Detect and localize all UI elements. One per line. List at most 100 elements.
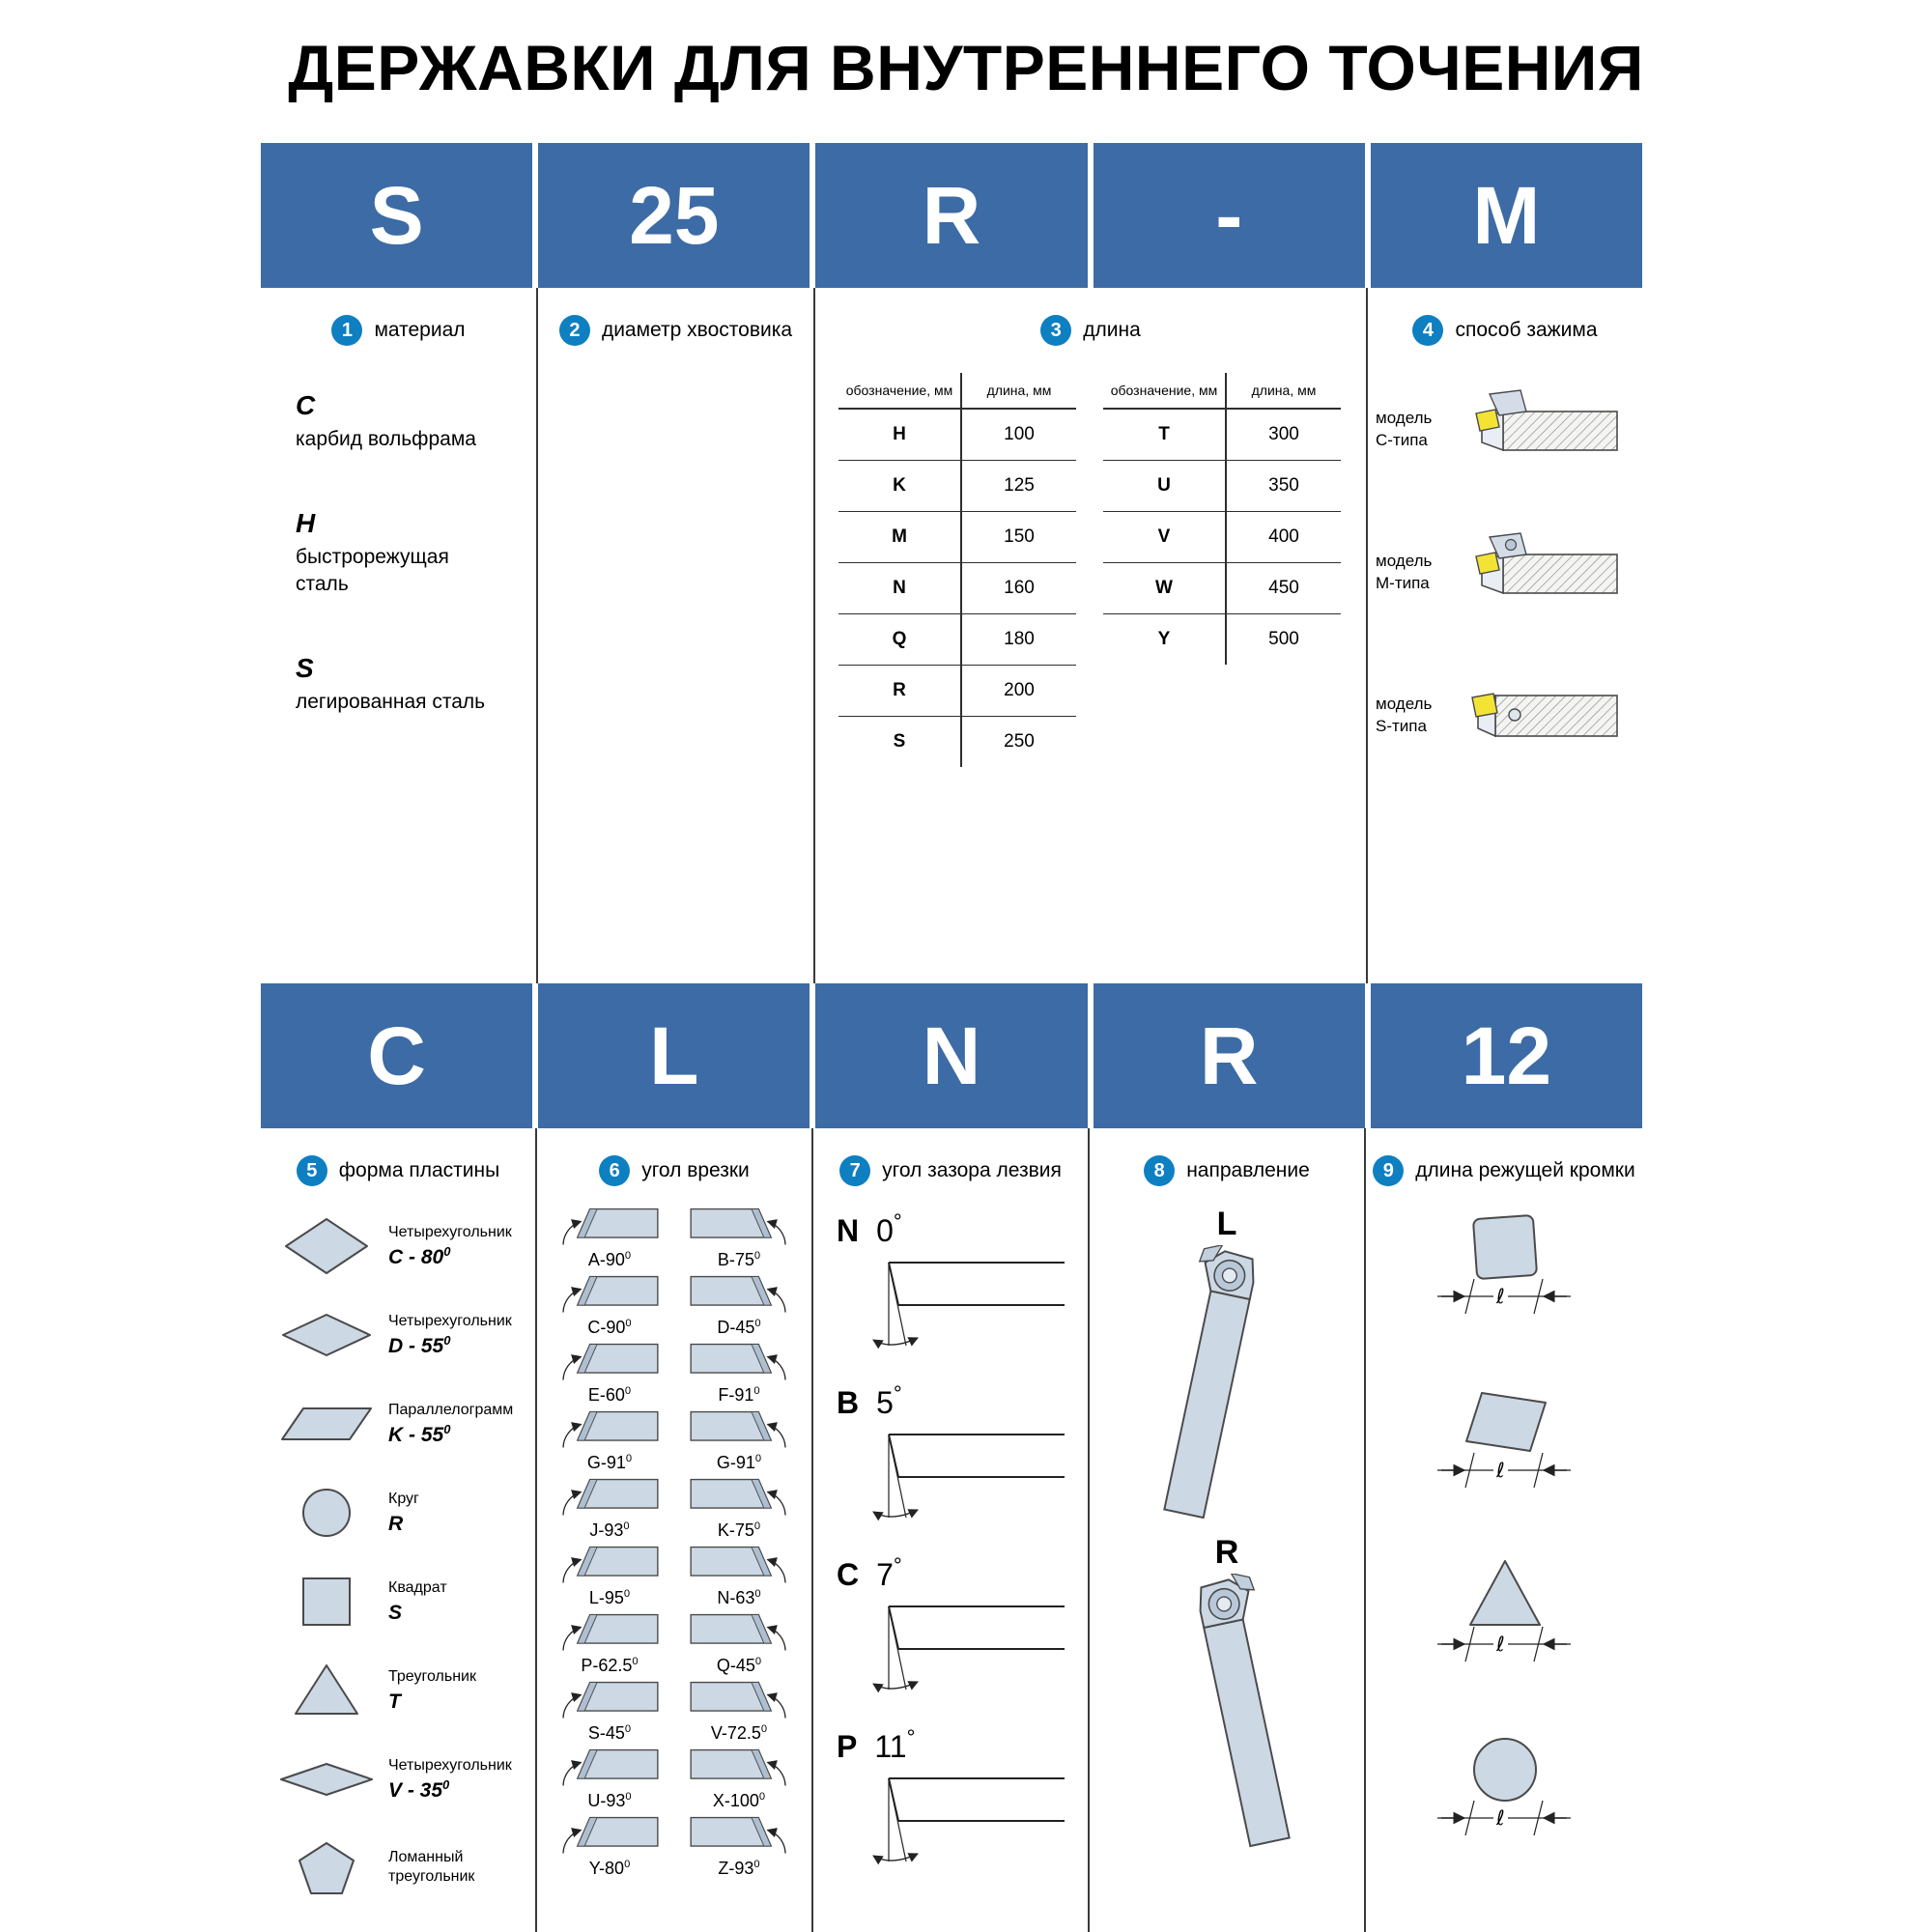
- insert-shape-item: Четырехугольник D - 550: [261, 1291, 535, 1379]
- degree-symbol: °: [893, 1553, 902, 1577]
- badge-1: 1: [331, 315, 363, 346]
- code-bottom-insert-shape: C: [261, 983, 533, 1128]
- shape-code: R: [388, 1511, 419, 1536]
- length-code: W: [1103, 563, 1227, 613]
- shape-name: Четырехугольник: [388, 1313, 512, 1329]
- length-code: N: [838, 563, 962, 613]
- length-code: T: [1103, 410, 1227, 460]
- clamp-model-c-text: модель C-типа: [1376, 408, 1461, 452]
- lead-angle-code: U-930: [587, 1791, 632, 1810]
- tool-angle-icon: [685, 1609, 793, 1656]
- code-bottom-clearance-angle: N: [815, 983, 1088, 1128]
- lead-angle-header: 6 угол врезки: [537, 1128, 811, 1202]
- lead-angle-code: G-910: [716, 1453, 762, 1472]
- length-value: 100: [1004, 424, 1035, 444]
- direction-item-left: L: [1090, 1202, 1364, 1530]
- badge-3: 3: [1040, 315, 1072, 346]
- lead-angle-code: Z-930: [718, 1859, 760, 1878]
- lead-angle-item: Z-930: [674, 1812, 804, 1880]
- edge-length-header: 9 длина режущей кромки: [1366, 1128, 1642, 1202]
- shape-code: V - 350: [388, 1777, 512, 1803]
- shape-code-text: K - 55: [388, 1424, 444, 1446]
- clearance-diagram: [856, 1593, 1070, 1701]
- tool-angle-icon: [685, 1406, 793, 1453]
- lead-angle-code: P-62.50: [581, 1656, 639, 1675]
- tool-angle-icon: [685, 1542, 793, 1588]
- lower-content-row: 5 форма пластины Четырехугольник C - 800…: [261, 1128, 1642, 1932]
- code-top-material: S: [261, 143, 533, 288]
- clearance-item-b: B 5°: [813, 1374, 1088, 1546]
- direction-label: направление: [1186, 1159, 1310, 1181]
- clamping-header: 4 способ зажима: [1368, 288, 1642, 361]
- circle-icon: [302, 1489, 351, 1537]
- badge-7: 7: [839, 1155, 871, 1186]
- material-code: H: [296, 508, 316, 539]
- degree-symbol: °: [893, 1381, 902, 1406]
- tool-angle-icon: [555, 1406, 664, 1453]
- material-label: материал: [374, 319, 466, 341]
- shape-code-sup: 0: [442, 1777, 450, 1792]
- lead-angle-item: G-910: [545, 1406, 674, 1474]
- direction-code: L: [1216, 1206, 1237, 1242]
- lead-angle-code: C-900: [587, 1318, 632, 1337]
- lead-angle-code: G-910: [586, 1453, 633, 1472]
- col-header-code: обозначение, мм: [1103, 373, 1227, 408]
- length-table-head: обозначение, мм длина, мм: [1103, 373, 1341, 410]
- lead-angle-item: D-450: [674, 1271, 804, 1339]
- lead-angle-item: B-750: [674, 1204, 804, 1271]
- shape-name: Круг: [388, 1491, 419, 1507]
- length-value: 180: [1004, 629, 1035, 649]
- clearance-item-c: C 7°: [813, 1546, 1088, 1718]
- lead-angle-code: L-950: [588, 1588, 631, 1607]
- edge-length-item-rhombus: ℓ: [1422, 1378, 1586, 1544]
- code-bottom-edge-length: 12: [1370, 983, 1642, 1128]
- col-header-code: обозначение, мм: [838, 373, 962, 408]
- insert-shape-label: форма пластины: [338, 1159, 500, 1181]
- clearance-angle-value: 5°: [876, 1381, 902, 1420]
- edge-length-label: длина режущей кромки: [1415, 1159, 1635, 1181]
- clearance-label: угол зазора лезвия: [882, 1159, 1062, 1181]
- square-icon: [302, 1577, 351, 1626]
- section-clamping: 4 способ зажима модель C-типа: [1366, 288, 1642, 983]
- length-code: V: [1103, 512, 1227, 562]
- rhombus-edge-diagram: [1422, 1392, 1586, 1522]
- designation-code-top: S 25 R - M: [261, 143, 1642, 288]
- clamp-model-s-text: модель S-типа: [1376, 694, 1461, 738]
- tool-angle-icon: [555, 1542, 664, 1588]
- clearance-code: B: [837, 1385, 860, 1420]
- insert-shape-item: Треугольник T: [261, 1646, 535, 1735]
- shape-code: T: [388, 1689, 476, 1714]
- shape-code: C - 800: [388, 1244, 512, 1269]
- section-material: 1 материал C карбид вольфрама H быстроре…: [261, 288, 538, 983]
- tool-angle-icon: [555, 1812, 664, 1859]
- shape-code-text: S: [388, 1602, 403, 1624]
- length-value: 500: [1268, 629, 1299, 649]
- shank-header: 2 диаметр хвостовика: [538, 288, 813, 361]
- shape-name: Ломанный треугольник: [388, 1849, 475, 1885]
- upper-content-row: 1 материал C карбид вольфрама H быстроре…: [261, 288, 1642, 983]
- tool-angle-icon: [555, 1474, 664, 1520]
- tool-angle-icon: [685, 1204, 793, 1250]
- lead-angle-code: Y-800: [588, 1859, 631, 1878]
- lead-angle-grid: A-900 B-750 C-900 D-450 E-600 F-910 G-91…: [537, 1202, 811, 1880]
- clearance-code: N: [837, 1213, 860, 1248]
- lead-angle-item: C-900: [545, 1271, 674, 1339]
- material-header: 1 материал: [261, 288, 536, 361]
- material-name: карбид вольфрама: [296, 428, 476, 450]
- shape-code-text: T: [388, 1690, 401, 1713]
- insert-shape-item: Четырехугольник V - 350: [261, 1735, 535, 1824]
- tool-angle-icon: [555, 1204, 664, 1250]
- tool-angle-icon: [555, 1339, 664, 1385]
- length-code: H: [838, 410, 962, 460]
- lead-angle-code: N-630: [717, 1588, 761, 1607]
- lead-angle-code: D-450: [717, 1318, 761, 1337]
- lead-angle-item: K-750: [674, 1474, 804, 1542]
- length-code: R: [838, 666, 962, 716]
- code-bottom-direction: R: [1093, 983, 1365, 1128]
